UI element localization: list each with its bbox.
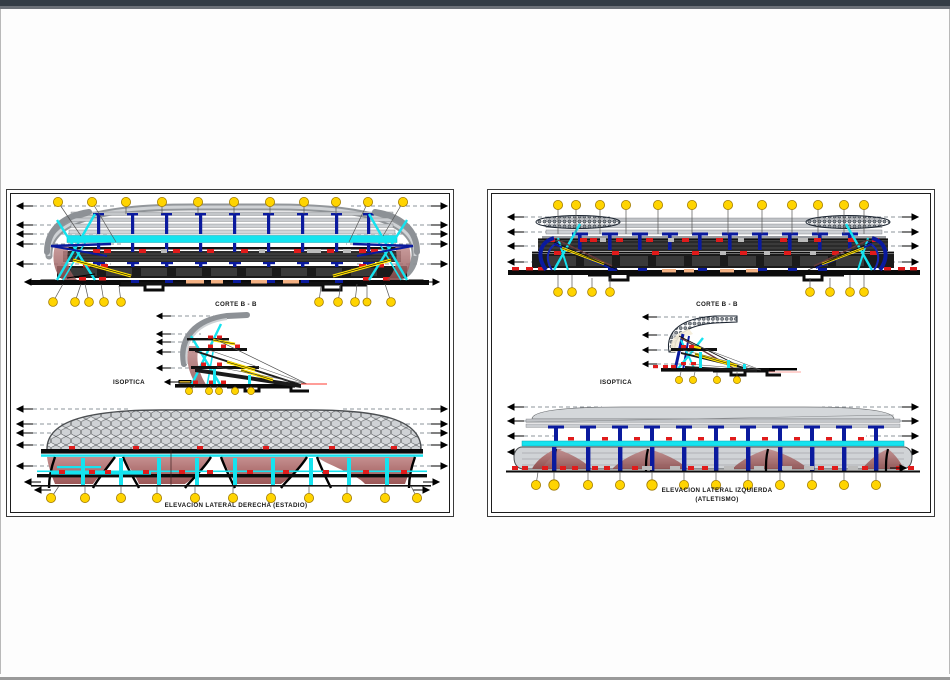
right-elevacion-label: ELEVACION LATERAL IZQUIERDA xyxy=(661,487,773,494)
left-elevacion-label: ELEVACION LATERAL DERECHA (ESTADIO) xyxy=(164,502,308,509)
r-isoptica-grid-bubbles xyxy=(675,371,741,384)
sightlines xyxy=(208,337,308,385)
r-blue-columns xyxy=(572,232,858,250)
r-elev-grid-bubbles xyxy=(531,471,881,491)
left-end-structure xyxy=(44,209,132,281)
grid-bubbles-top xyxy=(53,197,408,243)
left-drawing-sheet[interactable]: CORTE B - B xyxy=(6,189,454,517)
r-right-end-structure xyxy=(807,223,888,272)
cyan-concourse-band xyxy=(66,235,398,243)
mid-blue-columns xyxy=(97,243,371,252)
left-corte-bb-label: CORTE B - B xyxy=(215,301,257,308)
isoptica-grid-bubbles xyxy=(185,385,255,395)
right-drawing-sheet[interactable]: CORTE B - B xyxy=(487,189,935,517)
main-deck-slab xyxy=(41,449,423,454)
r-cyan-band xyxy=(521,440,905,447)
right-elevacion-sublabel: (ATLETISMO) xyxy=(695,496,739,503)
r-mesh-canopies xyxy=(535,215,891,229)
right-end-structure xyxy=(332,209,420,281)
left-isoptica-view[interactable] xyxy=(151,312,331,395)
r-grid-bubbles-top xyxy=(553,200,869,234)
left-corte-bb-view[interactable] xyxy=(11,194,449,309)
right-isoptica-label: ISOPTICA xyxy=(599,379,633,386)
left-elevacion-view[interactable] xyxy=(11,402,449,504)
right-corte-bb-view[interactable] xyxy=(492,194,930,309)
r-grid-bubbles-bottom xyxy=(553,275,869,297)
right-isoptica-view[interactable] xyxy=(637,312,827,392)
drawing-canvas[interactable]: CORTE B - B xyxy=(0,9,950,674)
elev-grid-bubbles xyxy=(46,485,422,504)
isoptica-level-markers xyxy=(155,312,231,386)
r-elev-columns xyxy=(548,425,884,441)
window-bottom-edge xyxy=(0,677,950,680)
lower-blue-columns xyxy=(93,262,375,267)
titlebar-shadow xyxy=(0,6,950,9)
right-sheet-frame: CORTE B - B xyxy=(491,193,931,513)
window-titlebar xyxy=(0,0,950,6)
right-elevacion-view[interactable] xyxy=(492,399,930,499)
field-reference-line xyxy=(769,368,797,371)
left-isoptica-label: ISOPTICA xyxy=(112,379,146,386)
elev-right-level-markers xyxy=(341,405,449,486)
honeycomb-roof xyxy=(46,409,422,450)
grid-bubbles-bottom xyxy=(48,283,396,307)
right-corte-bb-label: CORTE B - B xyxy=(696,301,738,308)
left-sheet-frame: CORTE B - B xyxy=(10,193,450,513)
upper-blue-columns xyxy=(93,213,374,234)
r-elev-roof xyxy=(525,406,901,428)
elev-left-level-markers xyxy=(15,405,131,486)
